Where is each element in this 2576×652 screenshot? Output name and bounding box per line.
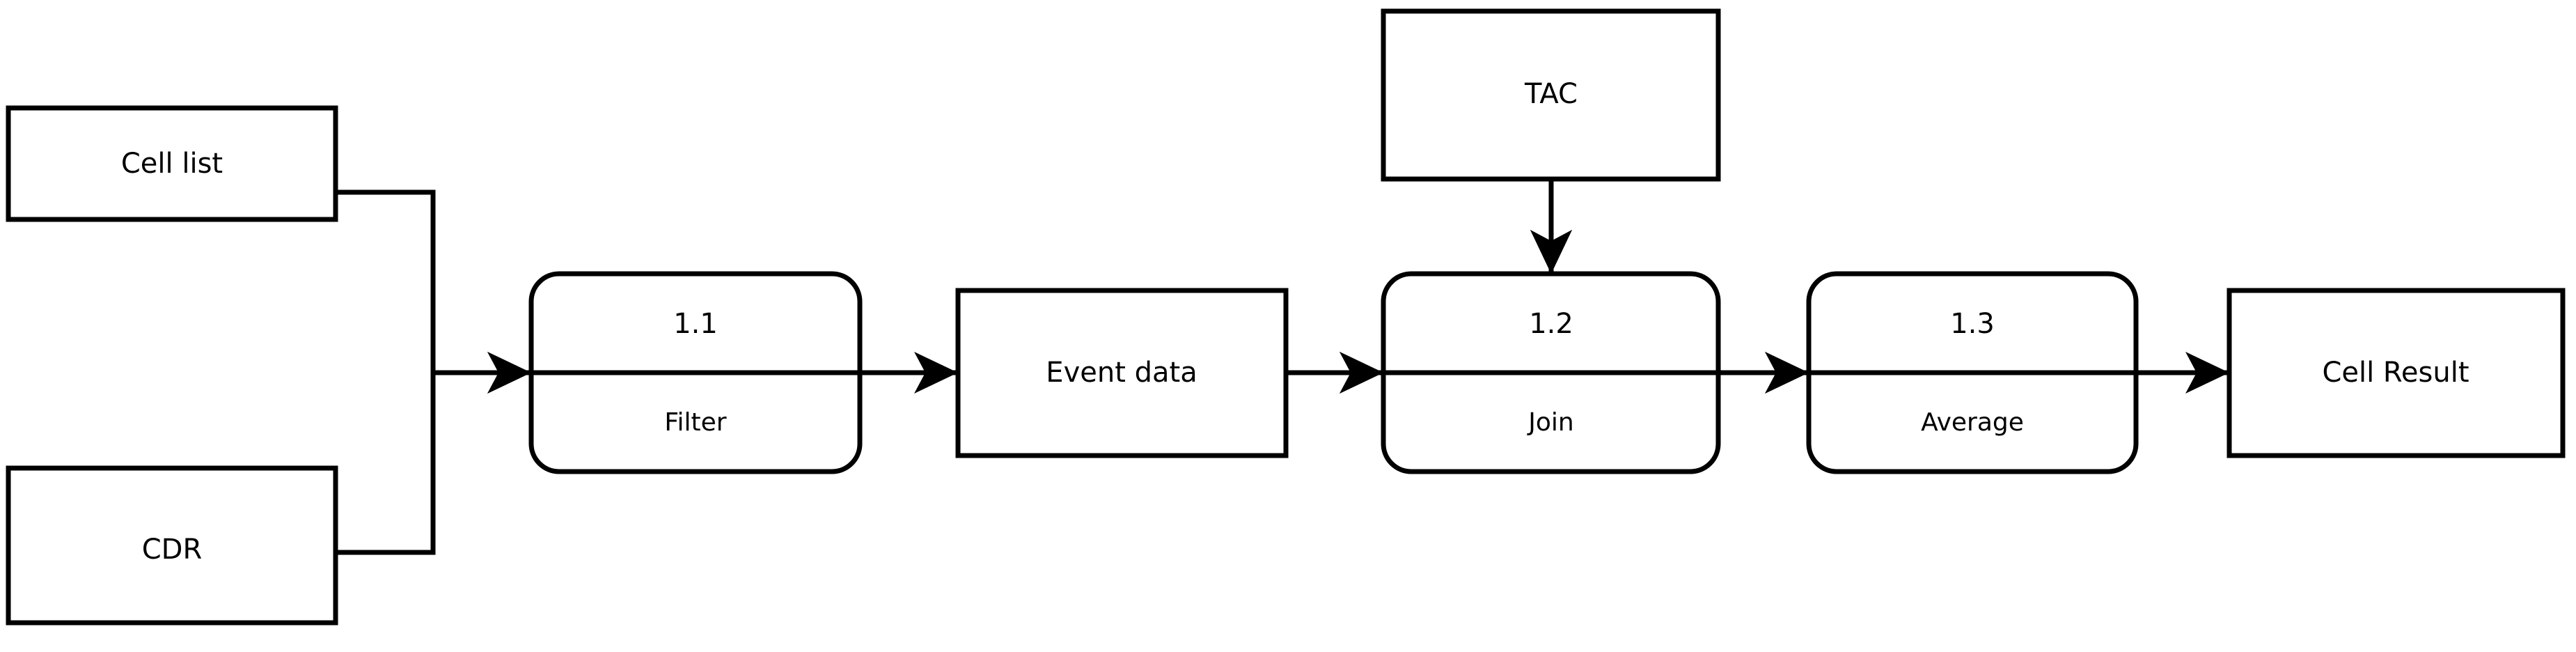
arrow-head-average-overlay (1765, 352, 1809, 394)
flow-filter-to-event-data[interactable] (860, 352, 958, 394)
process-average[interactable]: 1.3 Average (1806, 271, 2139, 474)
entity-cell-result[interactable]: Cell Result (2226, 288, 2566, 458)
process-filter-number: 1.1 (673, 308, 718, 340)
entity-event-data-box (955, 288, 1289, 458)
entity-tac[interactable]: TAC (1381, 8, 1721, 182)
process-join[interactable]: 1.2 Join (1381, 271, 1721, 474)
entity-cdr-box (6, 465, 338, 626)
entity-tac-box (1381, 8, 1721, 182)
entity-cdr-label: CDR (142, 534, 203, 566)
flow-cell-list-to-filter[interactable] (336, 189, 531, 375)
flow-average-to-cell-result[interactable] (2136, 352, 2229, 394)
entity-cdr[interactable]: CDR (6, 465, 338, 626)
entity-tac-label: TAC (1524, 78, 1578, 110)
process-average-label: Average (1921, 408, 2024, 437)
arrow-head-tac-overlay (1530, 230, 1572, 274)
entity-cell-list-box (6, 105, 338, 222)
entity-event-data-label: Event data (1046, 357, 1197, 389)
process-filter-label: Filter (664, 408, 726, 437)
arrow-head-filter-overlay (487, 352, 531, 394)
entity-cell-result-box (2226, 288, 2566, 458)
entity-cell-result-label: Cell Result (2322, 357, 2469, 389)
entity-cell-list-label: Cell list (121, 148, 223, 180)
process-join-number: 1.2 (1529, 308, 1573, 340)
process-average-number: 1.3 (1950, 308, 1995, 340)
arrow-head-join-overlay (1340, 352, 1383, 394)
arrow-head-into-cell-result (2185, 352, 2229, 394)
process-filter[interactable]: 1.1 Filter (528, 271, 863, 474)
flow-line-cell-list (336, 189, 531, 375)
entity-event-data[interactable]: Event data (955, 288, 1289, 458)
arrow-head-into-event-data (914, 352, 958, 394)
entity-cell-list[interactable]: Cell list (6, 105, 338, 222)
flow-line-cdr (336, 373, 436, 555)
arrow-overlay-group (487, 230, 1809, 394)
process-join-label: Join (1527, 408, 1573, 437)
